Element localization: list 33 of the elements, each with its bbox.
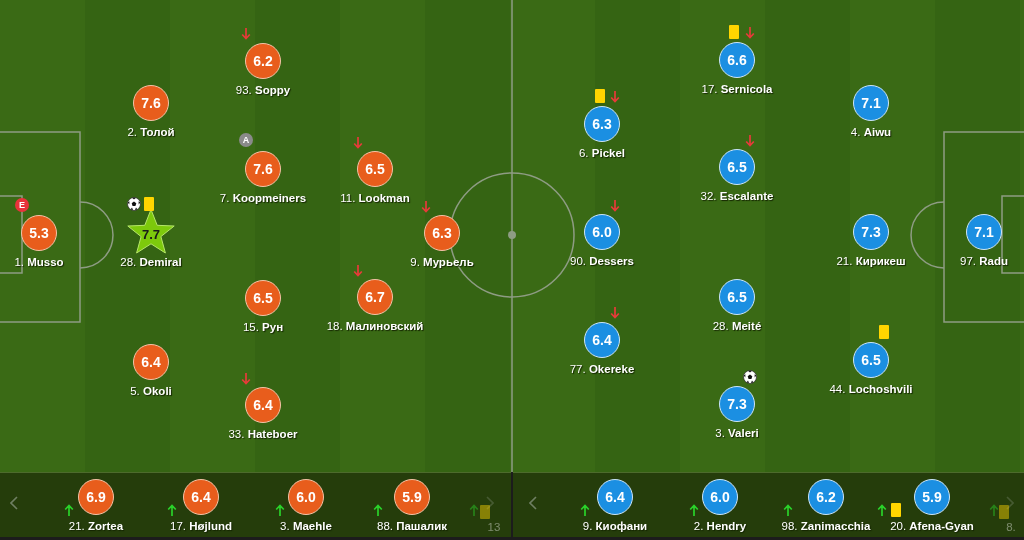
player-name: 7. Koopmeiners xyxy=(219,191,307,205)
player-name: 5. Okoli xyxy=(130,384,172,398)
player-name: 18. Малиновский xyxy=(326,319,424,333)
player-name: 33. Hateboer xyxy=(228,427,298,441)
player-name: 88. Пашалик xyxy=(377,519,447,533)
player-name: 17. Sernicola xyxy=(701,82,773,96)
player-name: 1. Musso xyxy=(14,255,64,269)
player-name: 17. Højlund xyxy=(170,519,232,533)
player-name: 44. Lochoshvili xyxy=(829,382,913,396)
player-name: 3. Valeri xyxy=(715,426,759,440)
player-name: 2. Hendry xyxy=(693,519,747,533)
player-name: 93. Soppy xyxy=(235,83,291,97)
player-number: 8. xyxy=(1006,520,1016,534)
player-name: 21. Кирикеш xyxy=(836,254,906,268)
player-name: 3. Maehle xyxy=(280,519,332,533)
player-name: 15. Рун xyxy=(242,320,284,334)
player-name: 32. Escalante xyxy=(700,189,774,203)
player-name: 4. Aiwu xyxy=(850,125,892,139)
player-name: 28. Meité xyxy=(712,319,762,333)
player-name: 77. Okereke xyxy=(569,362,635,376)
player-name: 90. Dessers xyxy=(570,254,634,268)
rating-star: 7.7 xyxy=(126,208,176,256)
player-name: 98. Zanimacchia xyxy=(781,519,871,533)
player-name: 21. Zortea xyxy=(68,519,124,533)
player-name: 20. Afena-Gyan xyxy=(890,519,974,533)
player-name: 11. Lookman xyxy=(340,191,410,205)
player-name: 2. Толой xyxy=(127,125,175,139)
player-name: 97. Radu xyxy=(960,254,1008,268)
player-name: 6. Pickel xyxy=(578,146,625,160)
player-name: 9. Мурьель xyxy=(410,255,474,269)
player-number: 13 xyxy=(487,520,501,534)
player-name: 28. Demiral xyxy=(120,255,182,269)
player-name: 9. Киофани xyxy=(582,519,648,533)
